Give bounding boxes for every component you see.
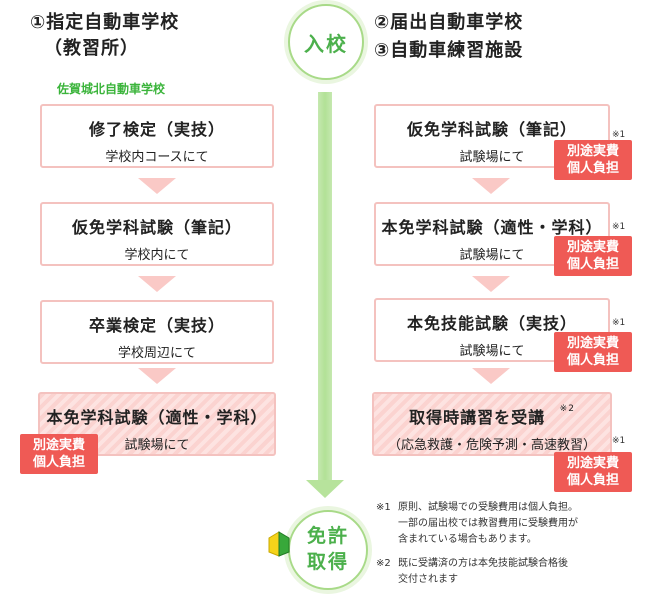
footnote-1-line2: 一部の届出校では教習費用に受験費用が bbox=[398, 518, 578, 529]
left-step-2-title: 仮免学科試験（筆記） bbox=[71, 218, 242, 237]
right-badge-3-line1: 別途実費 bbox=[566, 336, 619, 351]
right-step-2-title: 本免学科試験（適性・学科） bbox=[381, 218, 603, 237]
left-cost-badge: 別途実費 個人負担 bbox=[20, 434, 98, 474]
footnote-1-mark: ※1 bbox=[376, 502, 391, 513]
right-cost-badge-4: 別途実費 個人負担 bbox=[554, 452, 632, 492]
license-line1: 免許 bbox=[306, 525, 349, 547]
left-title-line2: （教習所） bbox=[44, 38, 139, 59]
right-step-3-title: 本免技能試験（実技） bbox=[406, 314, 577, 333]
right-cost-badge-2: 別途実費 個人負担 bbox=[554, 236, 632, 276]
right-cost-badge-1: 別途実費 個人負担 bbox=[554, 140, 632, 180]
right-badge-4-line1: 別途実費 bbox=[566, 456, 619, 471]
right-badge-4-line2: 個人負担 bbox=[566, 473, 619, 488]
left-step-3-box: 卒業検定（実技） 学校周辺にて bbox=[40, 300, 274, 364]
right-step-1-location: 試験場にて bbox=[459, 150, 525, 165]
footnote-1-line1: 原則、試験場での受験費用は個人負担。 bbox=[398, 502, 578, 513]
left-step-4-title: 本免学科試験（適性・学科） bbox=[46, 408, 268, 427]
flow-bar bbox=[318, 92, 332, 484]
right-step-1-box: 仮免学科試験（筆記） 試験場にて bbox=[374, 104, 610, 168]
left-badge-line1: 別途実費 bbox=[32, 438, 85, 453]
flow-arrow bbox=[306, 480, 344, 498]
right-title-line2: ③自動車練習施設 bbox=[374, 40, 524, 61]
school-name: 佐賀城北自動車学校 bbox=[57, 82, 166, 96]
right-step-3-box: 本免技能試験（実技） 試験場にて bbox=[374, 298, 610, 362]
right-step-4-title-text: 取得時講習を受講 bbox=[409, 408, 546, 427]
left-step-2-box: 仮免学科試験（筆記） 学校内にて bbox=[40, 202, 274, 266]
right-step-4-title: 取得時講習を受講 ※2 bbox=[374, 404, 610, 428]
license-line2: 取得 bbox=[306, 551, 349, 573]
right-step-1-title: 仮免学科試験（筆記） bbox=[406, 120, 577, 139]
right-title-line1: ②届出自動車学校 bbox=[374, 12, 524, 33]
left-arrow-2 bbox=[138, 276, 176, 292]
right-badge-3-line2: 個人負担 bbox=[566, 353, 619, 368]
beginner-driver-mark-icon bbox=[268, 531, 290, 557]
left-arrow-1 bbox=[138, 178, 176, 194]
right-step-4-title-mark: ※2 bbox=[559, 404, 575, 414]
footnote-2: ※2 既に受講済の方は本免技能試験合格後 交付されます bbox=[376, 556, 636, 588]
left-arrow-3 bbox=[138, 368, 176, 384]
right-cost-badge-3: 別途実費 個人負担 bbox=[554, 332, 632, 372]
footnote-1: ※1 原則、試験場での受験費用は個人負担。 一部の届出校では教習費用に受験費用が… bbox=[376, 500, 636, 548]
footnote-2-mark: ※2 bbox=[376, 558, 391, 569]
right-step-4-box: 取得時講習を受講 ※2 （応急救護・危険予測・高速教習） bbox=[372, 392, 612, 456]
entry-circle: 入校 bbox=[288, 4, 364, 80]
left-title-line1: ①指定自動車学校 bbox=[30, 12, 180, 33]
footnote-2-line1: 既に受講済の方は本免技能試験合格後 bbox=[398, 558, 568, 569]
license-circle: 免許 取得 bbox=[288, 510, 368, 590]
right-step-4-note-mark: ※1 bbox=[612, 436, 626, 446]
right-step-2-note-mark: ※1 bbox=[612, 222, 626, 232]
left-step-3-title: 卒業検定（実技） bbox=[88, 316, 225, 335]
right-arrow-3 bbox=[472, 368, 510, 384]
right-step-3-location: 試験場にて bbox=[459, 344, 525, 359]
entry-label: 入校 bbox=[304, 31, 348, 56]
left-step-1-box: 修了検定（実技） 学校内コースにて bbox=[40, 104, 274, 168]
footnote-1-line3: 含まれている場合もあります。 bbox=[398, 534, 537, 545]
left-step-4-location: 試験場にて bbox=[124, 438, 190, 453]
right-badge-1-line2: 個人負担 bbox=[566, 161, 619, 176]
right-step-2-location: 試験場にて bbox=[459, 248, 525, 263]
right-arrow-1 bbox=[472, 178, 510, 194]
right-badge-2-line1: 別途実費 bbox=[566, 240, 619, 255]
left-step-3-location: 学校周辺にて bbox=[117, 346, 196, 361]
left-step-1-location: 学校内コースにて bbox=[105, 150, 209, 165]
left-step-2-location: 学校内にて bbox=[124, 248, 190, 263]
right-step-4-location: （応急救護・危険予測・高速教習） bbox=[387, 438, 596, 453]
right-badge-1-line1: 別途実費 bbox=[566, 144, 619, 159]
right-arrow-2 bbox=[472, 276, 510, 292]
footnote-2-line2: 交付されます bbox=[398, 574, 458, 585]
right-step-1-note-mark: ※1 bbox=[612, 130, 626, 140]
right-badge-2-line2: 個人負担 bbox=[566, 257, 619, 272]
left-step-1-title: 修了検定（実技） bbox=[88, 120, 225, 139]
right-step-3-note-mark: ※1 bbox=[612, 318, 626, 328]
left-badge-line2: 個人負担 bbox=[32, 455, 85, 470]
